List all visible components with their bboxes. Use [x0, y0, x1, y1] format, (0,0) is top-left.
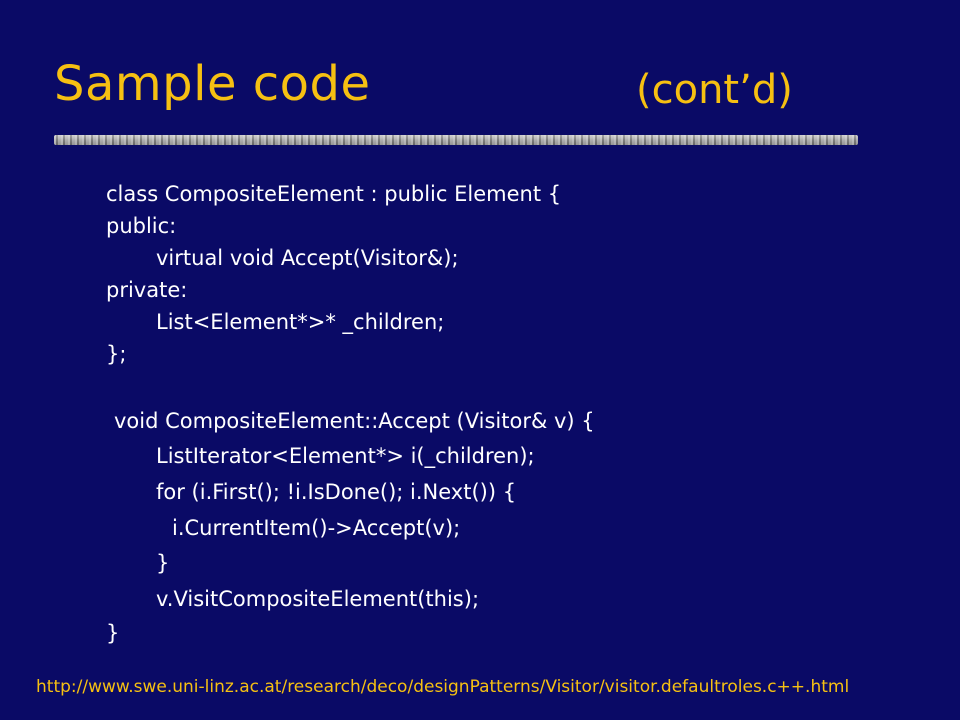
slide-title: Sample code [54, 56, 371, 112]
code-line: for (i.First(); !i.IsDone(); i.Next()) { [156, 480, 517, 504]
code-line: i.CurrentItem()->Accept(v); [172, 516, 461, 540]
code-line: } [156, 551, 170, 575]
code-line: private: [106, 278, 188, 302]
code-line: } [106, 621, 120, 645]
code-line: class CompositeElement : public Element … [106, 182, 562, 206]
slide-subtitle: (cont’d) [636, 67, 793, 113]
code-line: }; [106, 342, 127, 366]
code-line: v.VisitCompositeElement(this); [156, 587, 480, 611]
code-line: List<Element*>* _children; [156, 310, 445, 334]
title-divider [54, 135, 858, 145]
code-line: void CompositeElement::Accept (Visitor& … [114, 409, 595, 433]
code-line: virtual void Accept(Visitor&); [156, 246, 459, 270]
reference-link[interactable]: http://www.swe.uni-linz.ac.at/research/d… [36, 677, 850, 697]
code-line: public: [106, 214, 177, 238]
code-line: ListIterator<Element*> i(_children); [156, 444, 535, 468]
